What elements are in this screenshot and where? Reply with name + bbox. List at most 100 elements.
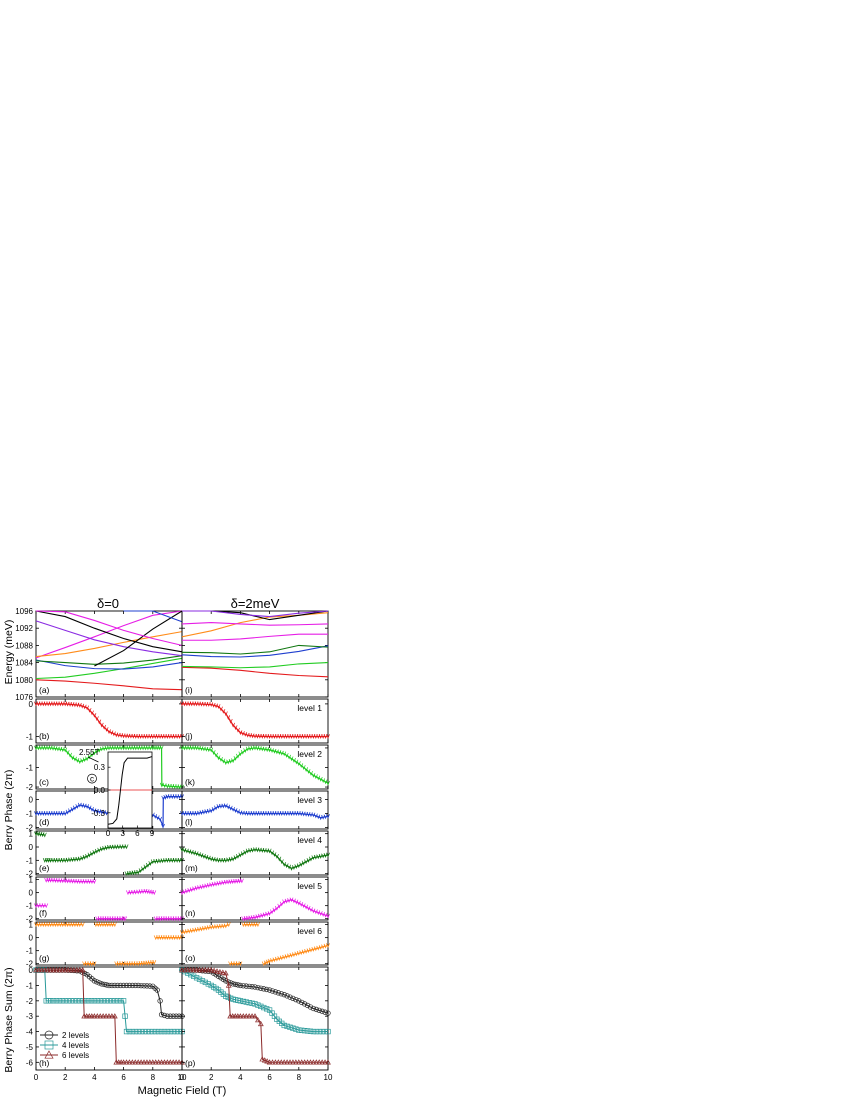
- level3-right-series-marker: [318, 815, 323, 821]
- level4-right-series-marker: [250, 847, 255, 853]
- level2-right-series-marker: [245, 746, 250, 752]
- sum-marker-right-1: [275, 990, 282, 996]
- y-tick-label: -1: [26, 732, 34, 741]
- level6-right-series-marker: [206, 925, 211, 931]
- level4-right-series-marker: [272, 852, 277, 858]
- sum-marker-right-3: [292, 1059, 299, 1065]
- sum-marker-left-2: [147, 1028, 153, 1035]
- sum-marker-left-3: [132, 1059, 139, 1065]
- level6-right-segment-marker: [316, 945, 321, 951]
- sum-marker-left-3: [41, 967, 48, 973]
- level4-right-series-marker: [294, 864, 299, 870]
- level2-right-series-marker: [240, 749, 245, 755]
- level-label-4: level 4: [297, 835, 322, 845]
- sum-marker-left-3: [62, 967, 69, 973]
- level4-right-series-marker: [292, 865, 296, 870]
- level5-right-series-marker: [184, 888, 189, 894]
- sum-marker-right-3: [190, 967, 197, 973]
- level2-right-series-marker: [233, 756, 238, 761]
- sum-marker-left-2: [74, 998, 80, 1004]
- panel-label-j: (j): [185, 731, 193, 741]
- sum-marker-right-2: [299, 1027, 305, 1033]
- x-tick-label: 6: [121, 1073, 126, 1082]
- sum-marker-left-2: [170, 1028, 176, 1035]
- level2-right-series-marker: [299, 763, 304, 769]
- level6-right-segment-marker: [267, 958, 272, 964]
- level5-left-segment-marker: [133, 889, 138, 895]
- sum-marker-left-3: [97, 1013, 104, 1019]
- level4-left-segment-marker: [155, 858, 160, 864]
- level6-left-series-marker: [77, 922, 82, 928]
- annotation-arrow: [87, 756, 99, 763]
- column-title-right: δ=2meV: [231, 596, 280, 611]
- y-tick-label: -5: [26, 1043, 34, 1052]
- level1-right-series-marker: [219, 706, 223, 712]
- energy-line-right-2: [181, 662, 329, 669]
- level6-right-segment-marker: [287, 953, 291, 959]
- sum-marker-left-1: [96, 980, 102, 986]
- sum-marker-left-2: [47, 998, 54, 1004]
- level4-right-series-marker: [274, 853, 279, 859]
- sum-marker-right-2: [193, 975, 200, 981]
- level6-right-series-marker: [187, 928, 192, 934]
- sum-marker-right-1: [313, 1006, 319, 1013]
- sum-marker-right-3: [255, 1017, 261, 1023]
- sum-marker-left-2: [68, 998, 74, 1004]
- y-tick-label: 1092: [15, 624, 33, 633]
- sum-line-right-2: [181, 969, 328, 1033]
- sum-marker-right-1: [232, 981, 239, 988]
- level6-right-series-marker: [209, 924, 214, 930]
- sum-marker-right-1: [252, 984, 258, 990]
- berry-panel-level5-left: [35, 876, 183, 921]
- level6-right-series-marker: [197, 927, 201, 932]
- level2-right-series-marker: [209, 747, 214, 753]
- sum-marker-right-1: [290, 995, 296, 1002]
- level4-right-series-marker: [270, 850, 274, 856]
- level5-right-series-marker: [206, 883, 211, 888]
- level6-right-segment-marker: [270, 958, 274, 963]
- level6-left-segment-marker: [84, 961, 89, 967]
- level6-right-segment-marker: [296, 950, 301, 956]
- sum-marker-left-2: [59, 998, 65, 1004]
- level4-left-series-marker: [119, 844, 124, 850]
- level6-right-segment-marker: [306, 948, 311, 954]
- level2-right-series-marker: [219, 757, 223, 762]
- sum-marker-left-3: [53, 967, 60, 973]
- y-tick-label: 0: [29, 700, 34, 709]
- sum-marker-right-2: [258, 1003, 264, 1010]
- y-axis-label-berry-phase: Berry Phase (2π): [3, 770, 15, 851]
- y-tick-label: 0: [29, 934, 34, 943]
- sum-marker-left-1: [173, 1013, 179, 1019]
- y-tick-label: 1088: [15, 641, 33, 650]
- level4-right-series-line: [181, 849, 329, 869]
- column-title-left: δ=0: [97, 596, 119, 611]
- level2-right-series-marker: [238, 751, 243, 757]
- level4-left-segment-marker: [150, 859, 155, 865]
- level6-left-series-marker: [80, 922, 85, 928]
- level4-left-segment-marker: [163, 858, 167, 864]
- y-tick-label: -4: [26, 1028, 34, 1037]
- sum-marker-right-1: [301, 1001, 308, 1007]
- level5-right-series-marker: [180, 890, 184, 896]
- y-tick-label: 1076: [15, 693, 33, 702]
- level3-left-series-marker: [85, 804, 90, 809]
- level5-left-segment-marker: [36, 903, 41, 909]
- level2-left-series-marker: [85, 756, 90, 762]
- y-tick-label: -2: [26, 870, 34, 879]
- y-tick-label: 1084: [15, 659, 33, 668]
- level2-right-series-marker: [243, 748, 248, 754]
- sum-marker-right-3: [257, 1020, 264, 1027]
- sum-line-left-3: [36, 969, 182, 1063]
- sum-marker-right-2: [313, 1028, 319, 1035]
- sum-marker-right-2: [202, 979, 209, 986]
- level6-right-segment-marker: [313, 946, 318, 952]
- level4-right-series-marker: [248, 848, 253, 854]
- sum-marker-left-3: [164, 1059, 171, 1065]
- level6-right-segment-marker: [228, 961, 233, 967]
- sum-marker-right-3: [222, 970, 229, 976]
- sum-marker-left-1: [158, 1012, 165, 1018]
- sum-marker-left-3: [59, 967, 66, 973]
- level5-right-series-marker: [189, 887, 194, 893]
- y-tick-label: -6: [26, 1058, 34, 1067]
- energy-line-right-1: [181, 666, 329, 678]
